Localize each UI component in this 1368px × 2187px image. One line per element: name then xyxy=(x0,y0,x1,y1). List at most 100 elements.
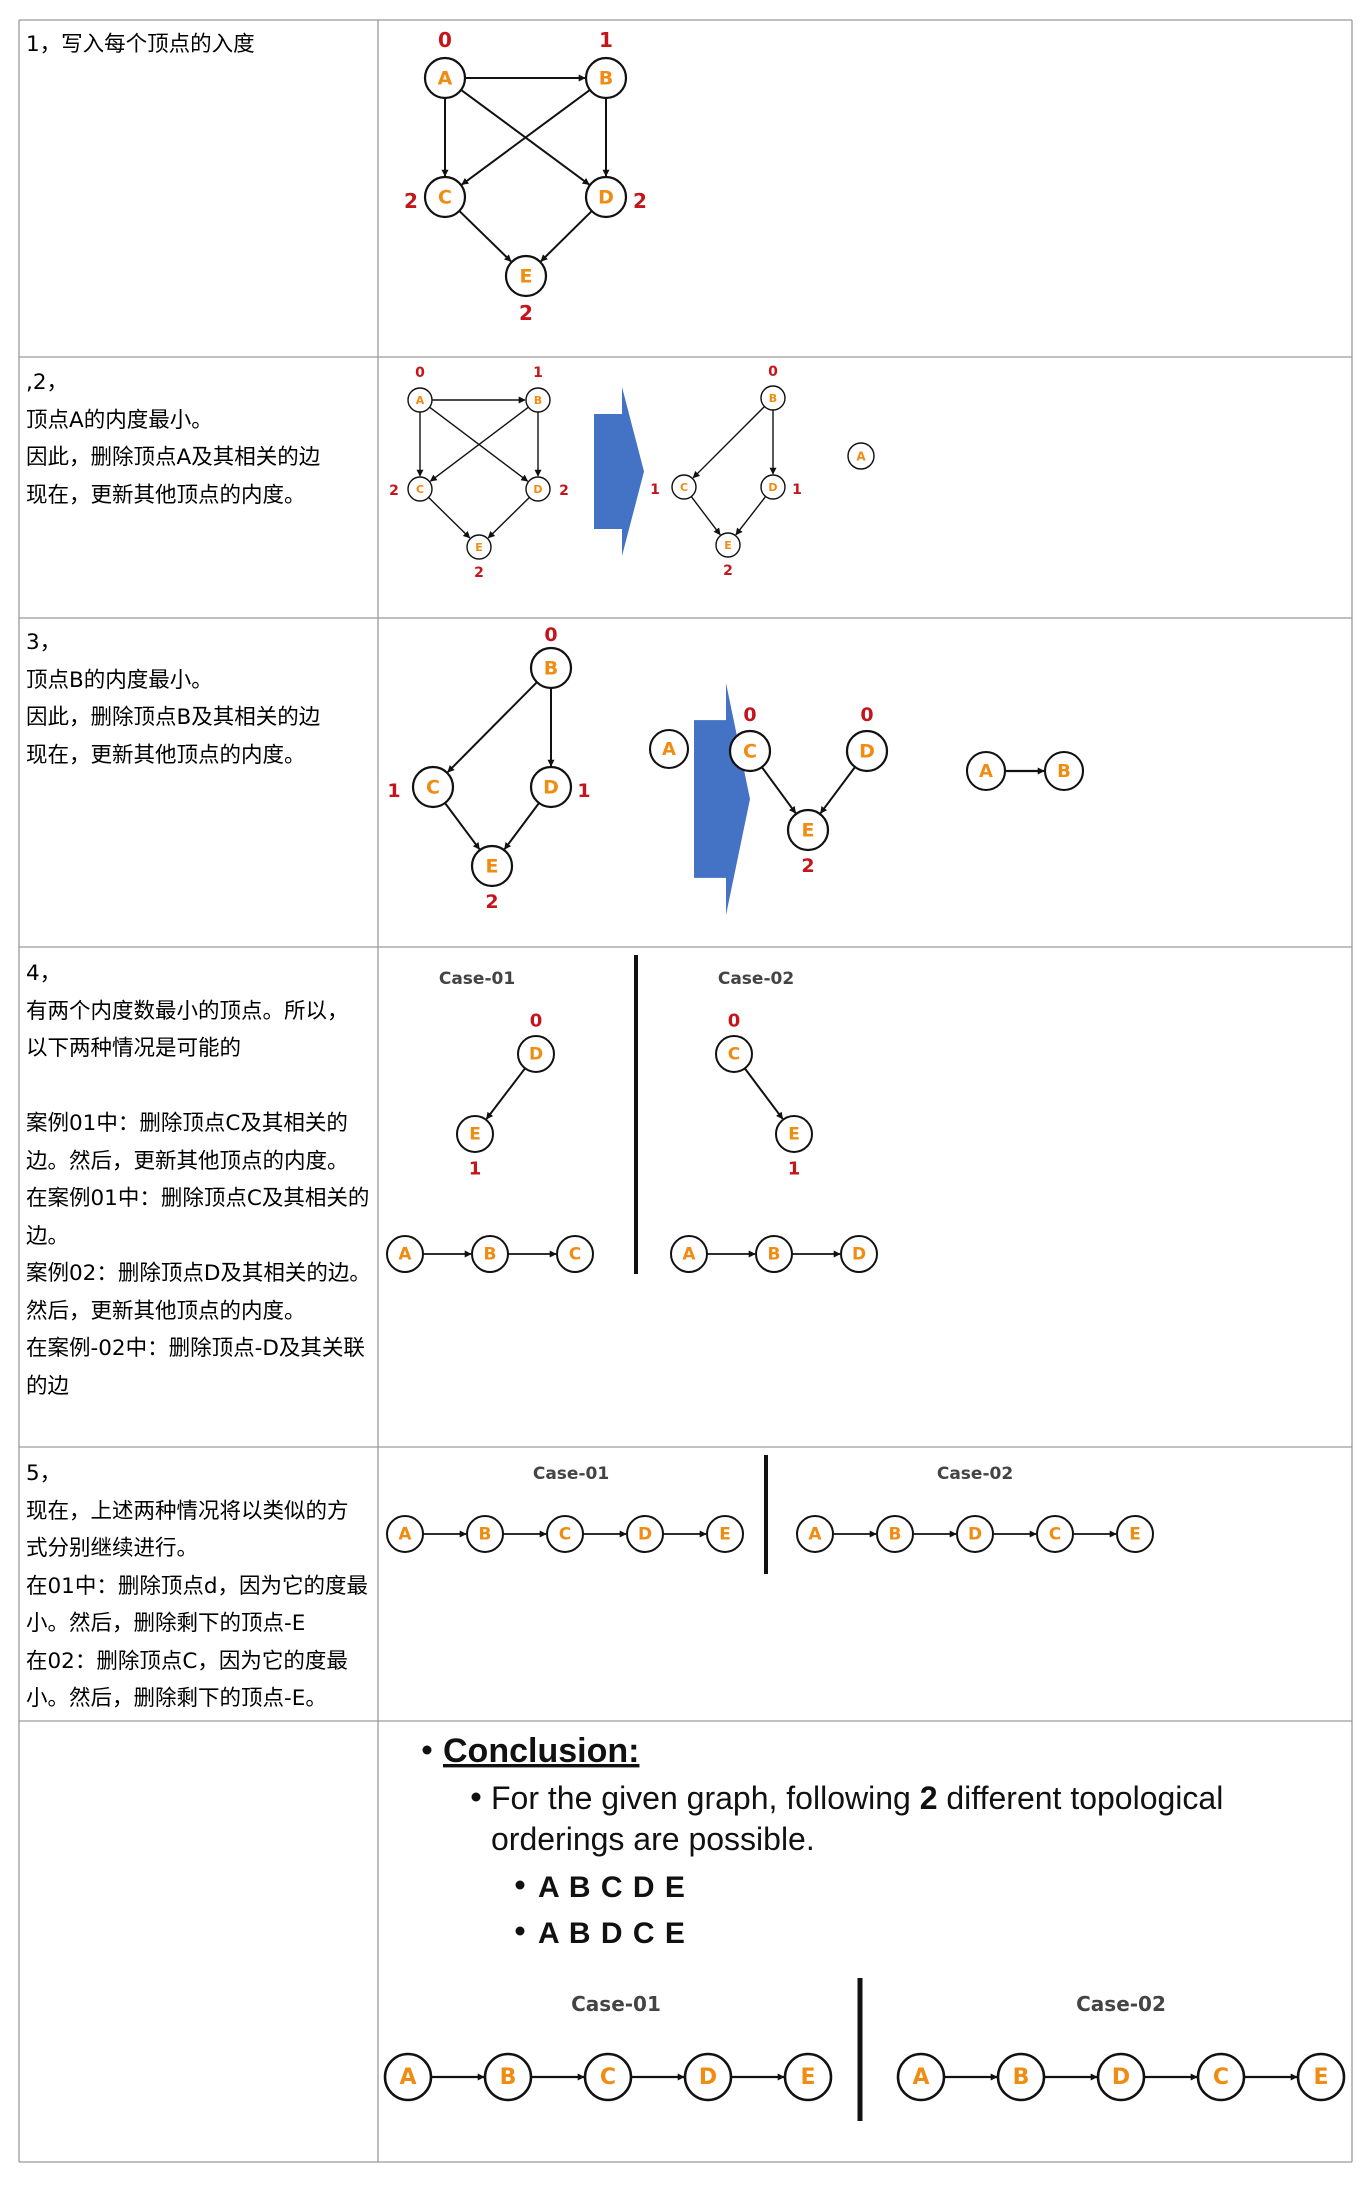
text-line: 1，写入每个顶点的入度 xyxy=(26,32,255,57)
node-label: B xyxy=(769,392,777,405)
in-degree-label: 0 xyxy=(530,1011,543,1032)
node-label: D xyxy=(968,1525,982,1545)
node-C: C xyxy=(556,1235,594,1273)
node-label: A xyxy=(398,1245,412,1265)
in-degree-label: 1 xyxy=(792,482,802,498)
node-A: A xyxy=(407,387,433,413)
sentence-part: different topological xyxy=(937,1780,1223,1816)
node-circle xyxy=(847,442,875,470)
node-B: B xyxy=(755,1235,793,1273)
text-line: 案例01中：删除顶点C及其相关的 xyxy=(26,1111,348,1136)
in-degree-label: 1 xyxy=(469,1159,482,1180)
in-degree-label: 2 xyxy=(633,189,647,213)
node-B: B xyxy=(996,2052,1046,2102)
text-line: 在02：删除顶点C，因为它的度最 xyxy=(26,1648,348,1674)
node-circle xyxy=(775,1115,813,1153)
node-D: D xyxy=(525,476,551,502)
case-caption: Case-02 xyxy=(937,1464,1013,1484)
edge-arrow xyxy=(690,496,721,536)
in-degree-label: 1 xyxy=(387,780,400,802)
node-circle xyxy=(456,1115,494,1153)
node-label: B xyxy=(500,2065,517,2090)
bullet xyxy=(515,1926,525,1936)
node-E: E xyxy=(715,532,741,558)
in-degree-label: 2 xyxy=(723,563,733,579)
node-label: C xyxy=(680,481,688,494)
node-label: D xyxy=(543,777,559,799)
node-label: B xyxy=(599,68,613,90)
in-degree-label: 2 xyxy=(389,483,399,499)
node-label: A xyxy=(979,761,993,782)
case-caption: Case-01 xyxy=(533,1464,609,1484)
node-circle xyxy=(840,1235,878,1273)
text-line: 小。然后，删除剩下的顶点-E。 xyxy=(26,1686,327,1711)
ordering-item: A B C D E xyxy=(538,1871,686,1904)
node-B: B xyxy=(483,2052,533,2102)
node-circle xyxy=(423,175,467,219)
node-label: B xyxy=(1057,761,1071,782)
node-circle xyxy=(648,728,690,770)
text-line xyxy=(26,1068,371,1106)
node-label: D xyxy=(852,1245,866,1265)
transition-arrow xyxy=(594,387,644,556)
node-label: A xyxy=(682,1245,696,1265)
edge-arrow xyxy=(458,210,512,263)
in-degree-label: 1 xyxy=(788,1159,801,1180)
in-degree-label: 2 xyxy=(559,483,569,499)
node-circle xyxy=(504,254,548,298)
in-degree-label: 2 xyxy=(801,855,814,877)
node-label: E xyxy=(469,1125,481,1145)
node-label: B xyxy=(484,1245,497,1265)
text-line: 以下两种情况是可能的 xyxy=(26,1036,242,1061)
node-circle xyxy=(1296,2052,1346,2102)
node-B: B xyxy=(876,1515,914,1553)
text-line: 顶点B的内度最小。 xyxy=(26,667,213,693)
node-circle xyxy=(845,729,889,773)
node-label: D xyxy=(699,2065,717,2090)
text-line: 现在，上述两种情况将以类似的方 xyxy=(26,1498,349,1524)
node-label: C xyxy=(416,483,424,496)
node-label: E xyxy=(800,2065,815,2090)
in-degree-label: 0 xyxy=(743,704,756,726)
node-label: C xyxy=(426,777,440,799)
node-circle xyxy=(407,476,433,502)
node-circle xyxy=(529,765,573,809)
node-label: A xyxy=(399,2065,416,2090)
node-label: D xyxy=(859,741,875,763)
node-label: E xyxy=(520,266,533,288)
edge-arrow xyxy=(485,1067,526,1120)
node-label: C xyxy=(600,2065,616,2090)
node-E: E xyxy=(783,2052,833,2102)
node-label: B xyxy=(534,394,542,407)
bullet xyxy=(515,1880,525,1890)
node-E: E xyxy=(706,1515,744,1553)
node-C: C xyxy=(671,474,697,500)
conclusion-sentence: For the given graph, following 2 differe… xyxy=(491,1780,1223,1816)
in-degree-label: 0 xyxy=(438,28,452,52)
edge-arrow xyxy=(487,496,530,539)
node-label: E xyxy=(486,856,499,878)
node-label: D xyxy=(529,1045,543,1065)
edge-arrow xyxy=(444,802,481,850)
node-label: C xyxy=(1213,2065,1229,2090)
node-circle xyxy=(706,1515,744,1553)
node-D: D xyxy=(517,1035,555,1073)
node-circle xyxy=(470,844,514,888)
text-line: 现在，更新其他顶点的内度。 xyxy=(26,482,306,508)
node-B: B xyxy=(471,1235,509,1273)
node-E: E xyxy=(504,254,548,298)
node-label: E xyxy=(788,1125,800,1145)
text-line: 顶点A的内度最小。 xyxy=(26,407,213,433)
node-circle xyxy=(1116,1515,1154,1553)
node-C: C xyxy=(728,729,772,773)
node-D: D xyxy=(626,1515,664,1553)
node-E: E xyxy=(786,808,830,852)
node-circle xyxy=(783,2052,833,2102)
edge-arrow xyxy=(540,210,593,262)
node-label: A xyxy=(856,450,866,464)
text-line: 边。然后，更新其他顶点的内度。 xyxy=(26,1148,349,1174)
node-circle xyxy=(760,474,786,500)
node-B: B xyxy=(466,1515,504,1553)
in-degree-label: 0 xyxy=(768,364,778,380)
